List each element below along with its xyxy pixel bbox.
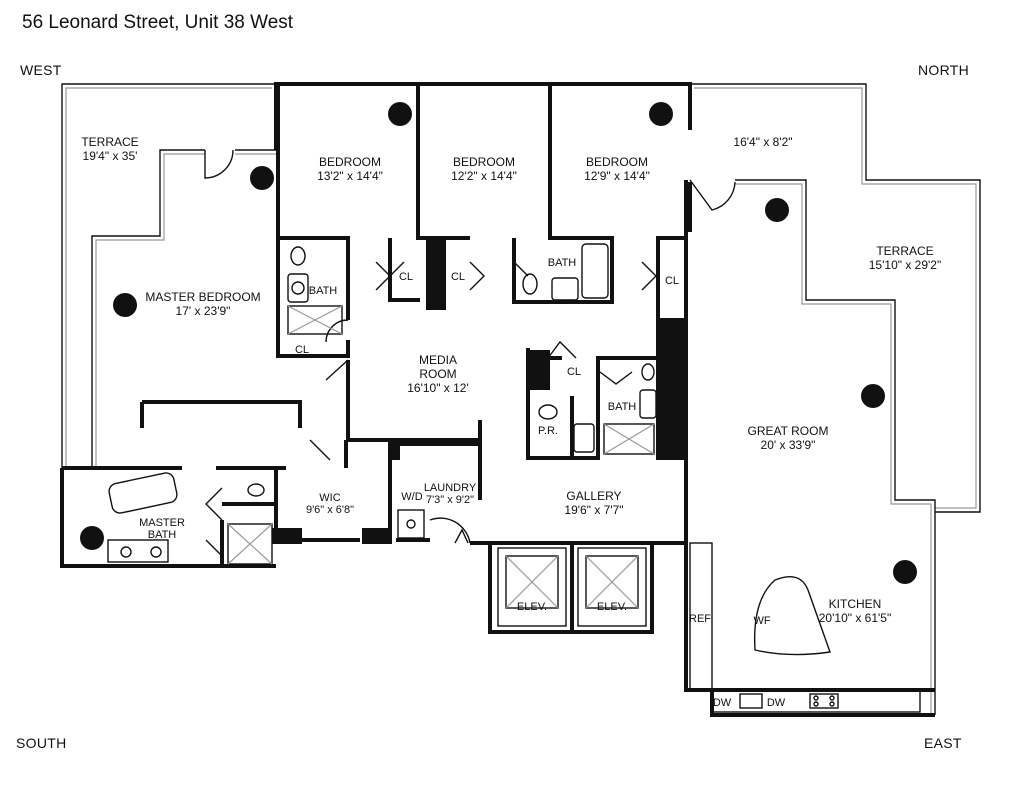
closet-label-2: CL (399, 271, 413, 283)
elevators (497, 547, 647, 627)
kitchen-dims: 20'10" x 61'5" (819, 611, 892, 625)
bath-fixtures (107, 243, 657, 565)
wic-name: WIC (319, 492, 340, 504)
bedroom-3-dims: 12'9" x 14'4" (584, 169, 650, 183)
closet-label-5: CL (567, 366, 581, 378)
compass-east-label: EAST (924, 735, 962, 751)
closet-label-3: CL (451, 271, 465, 283)
bath-label-2: BATH (548, 257, 577, 269)
media-room-name-2: ROOM (419, 367, 456, 381)
closet-label-4: CL (665, 275, 679, 287)
powder-room-label: P.R. (538, 425, 558, 437)
master-bath-name-1: MASTER (139, 517, 185, 529)
bedroom-2-name: BEDROOM (453, 155, 515, 169)
terrace-west-dims: 19'4" x 35' (83, 149, 138, 163)
bath-label-1: BATH (309, 285, 338, 297)
laundry-name: LAUNDRY (424, 482, 477, 494)
gallery-name: GALLERY (566, 489, 621, 503)
structural-columns (80, 102, 917, 584)
bedroom-1-dims: 13'2" x 14'4" (317, 169, 383, 183)
bath-label-3: BATH (608, 401, 637, 413)
elevator-label-1: ELEV. (517, 601, 547, 613)
bedroom-2-dims: 12'2" x 14'4" (451, 169, 517, 183)
kitchen-fixtures (689, 542, 921, 713)
wic-dims: 9'6" x 6'8" (306, 504, 354, 516)
gallery-dims: 19'6" x 7'7" (564, 503, 623, 517)
fixture-labels: BATH CL CL CL BATH CL CL BATH P.R. W/D E… (295, 257, 786, 709)
elevator-label-2: ELEV. (597, 601, 627, 613)
master-bedroom-dims: 17' x 23'9" (176, 304, 231, 318)
terrace-north-dims: 15'10" x 29'2" (869, 258, 942, 272)
refrigerator-label: REF (689, 613, 711, 625)
door-swings (204, 149, 736, 557)
master-bedroom-name: MASTER BEDROOM (145, 290, 260, 304)
washer-dryer-label: W/D (401, 491, 422, 503)
compass-north-label: NORTH (918, 62, 970, 78)
great-room-dims: 20' x 33'9" (761, 438, 816, 452)
compass-south-label: SOUTH (16, 735, 67, 751)
terrace-north-name: TERRACE (876, 244, 933, 258)
page-title: 56 Leonard Street, Unit 38 West (22, 12, 294, 33)
room-labels: TERRACE 19'4" x 35' BEDROOM 13'2" x 14'4… (81, 135, 941, 625)
great-room-name: GREAT ROOM (748, 424, 829, 438)
master-bath-name-2: BATH (148, 529, 177, 541)
compass-west-label: WEST (20, 62, 62, 78)
solid-wall-blocks (272, 182, 692, 544)
wine-fridge-label: WF (753, 615, 770, 627)
media-room-dims: 16'10" x 12' (407, 381, 469, 395)
terrace-north-small-dims: 16'4" x 8'2" (733, 135, 792, 149)
closet-label-1: CL (295, 344, 309, 356)
media-room-name-1: MEDIA (419, 353, 457, 367)
bedroom-3-name: BEDROOM (586, 155, 648, 169)
terrace-west-outline (61, 83, 276, 468)
dishwasher-label-1: DW (713, 697, 732, 709)
kitchen-name: KITCHEN (829, 597, 882, 611)
bedroom-1-name: BEDROOM (319, 155, 381, 169)
terrace-north-outline (690, 83, 981, 715)
laundry-dims: 7'3" x 9'2" (426, 494, 474, 506)
dishwasher-label-2: DW (767, 697, 786, 709)
terrace-west-name: TERRACE (81, 135, 138, 149)
